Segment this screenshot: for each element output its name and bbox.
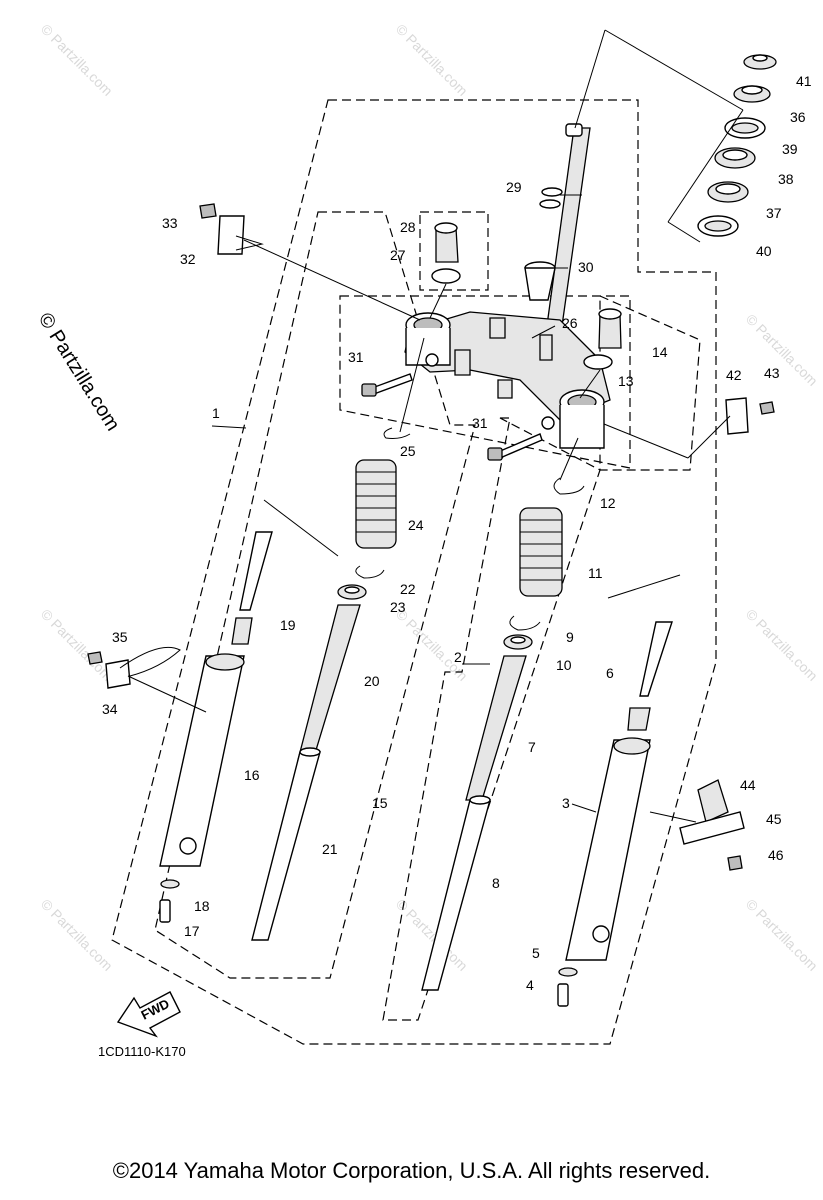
watermark-tile: © Partzilla.com bbox=[743, 896, 821, 974]
part-number-label: 5 bbox=[532, 945, 540, 961]
part-number-label: 46 bbox=[768, 847, 784, 863]
part-number-label: 12 bbox=[600, 495, 616, 511]
watermark-tile: © Partzilla.com bbox=[743, 606, 821, 684]
group-bracket-boundary bbox=[339, 295, 631, 469]
group-left-tube-boundary bbox=[154, 211, 476, 979]
part-number-label: 9 bbox=[566, 629, 574, 645]
pinch-bolts bbox=[361, 373, 543, 461]
fork-caps bbox=[431, 222, 622, 370]
part-number-label: 11 bbox=[588, 565, 603, 581]
part-number-label: 28 bbox=[400, 219, 416, 235]
group-outer-boundary bbox=[111, 99, 717, 1045]
part-number-label: 31 bbox=[348, 349, 364, 365]
part-labels: 1 2 3 4 5 6 7 8 9 10 11 12 13 14 15 16 1… bbox=[102, 73, 812, 993]
part-number-label: 43 bbox=[764, 365, 780, 381]
group-boundaries bbox=[111, 99, 717, 1045]
brackets bbox=[87, 203, 775, 871]
part-number-label: 4 bbox=[526, 977, 534, 993]
part-number-label: 8 bbox=[492, 875, 500, 891]
part-number-label: 26 bbox=[562, 315, 578, 331]
watermark-tile: © Partzilla.com bbox=[38, 896, 116, 974]
part-number-label: 29 bbox=[506, 179, 522, 195]
part-number-label: 27 bbox=[390, 247, 406, 263]
part-number-label: 21 bbox=[322, 841, 338, 857]
left-fork-assembly bbox=[159, 427, 411, 941]
group-right-tube-boundary bbox=[382, 417, 601, 1021]
copyright-notice: ©2014 Yamaha Motor Corporation, U.S.A. A… bbox=[112, 1158, 711, 1183]
part-number-label: 3 bbox=[562, 795, 570, 811]
part-number-label: 2 bbox=[454, 649, 462, 665]
part-number-label: 18 bbox=[194, 898, 210, 914]
part-number-label: 31 bbox=[472, 415, 488, 431]
watermark-tile: © Partzilla.com bbox=[743, 311, 821, 389]
right-fork-assembly bbox=[421, 477, 673, 1007]
group-top-clamp-boundary bbox=[419, 211, 489, 291]
part-number-label: 20 bbox=[364, 673, 380, 689]
part-number-label: 23 bbox=[390, 599, 406, 615]
watermark-tile: © Partzilla.com bbox=[38, 606, 116, 684]
part-number-label: 44 bbox=[740, 777, 756, 793]
part-number-label: 10 bbox=[556, 657, 572, 673]
part-number-label: 41 bbox=[796, 73, 812, 89]
watermark-side: © Partzilla.com bbox=[34, 309, 124, 435]
part-number-label: 14 bbox=[652, 344, 668, 360]
part-number-label: 15 bbox=[372, 795, 388, 811]
part-number-label: 34 bbox=[102, 701, 118, 717]
part-number-label: 1 bbox=[212, 405, 220, 421]
diagram-code: 1CD1110-K170 bbox=[98, 1044, 186, 1059]
part-number-label: 25 bbox=[400, 443, 416, 459]
part-number-label: 6 bbox=[606, 665, 614, 681]
steering-bearing-stack bbox=[697, 54, 777, 237]
part-number-label: 30 bbox=[578, 259, 594, 275]
part-number-label: 33 bbox=[162, 215, 178, 231]
part-number-label: 38 bbox=[778, 171, 794, 187]
part-number-label: 40 bbox=[756, 243, 772, 259]
steering-stem bbox=[524, 123, 591, 341]
part-number-label: 17 bbox=[184, 923, 200, 939]
part-number-label: 22 bbox=[400, 581, 416, 597]
leader-lines bbox=[127, 29, 744, 823]
part-number-label: 42 bbox=[726, 367, 742, 383]
part-number-label: 39 bbox=[782, 141, 798, 157]
group-right-clamp-boundary bbox=[599, 295, 701, 471]
part-number-label: 36 bbox=[790, 109, 806, 125]
part-number-label: 19 bbox=[280, 617, 296, 633]
watermark-tile: © Partzilla.com bbox=[38, 21, 116, 99]
part-number-label: 13 bbox=[618, 373, 634, 389]
part-number-label: 32 bbox=[180, 251, 196, 267]
part-number-label: 37 bbox=[766, 205, 782, 221]
part-number-label: 24 bbox=[408, 517, 424, 533]
part-number-label: 45 bbox=[766, 811, 782, 827]
part-number-label: 7 bbox=[528, 739, 536, 755]
part-number-label: 16 bbox=[244, 767, 260, 783]
watermark-tile: © Partzilla.com bbox=[393, 21, 471, 99]
part-number-label: 35 bbox=[112, 629, 128, 645]
fwd-arrow: FWD bbox=[116, 991, 181, 1038]
